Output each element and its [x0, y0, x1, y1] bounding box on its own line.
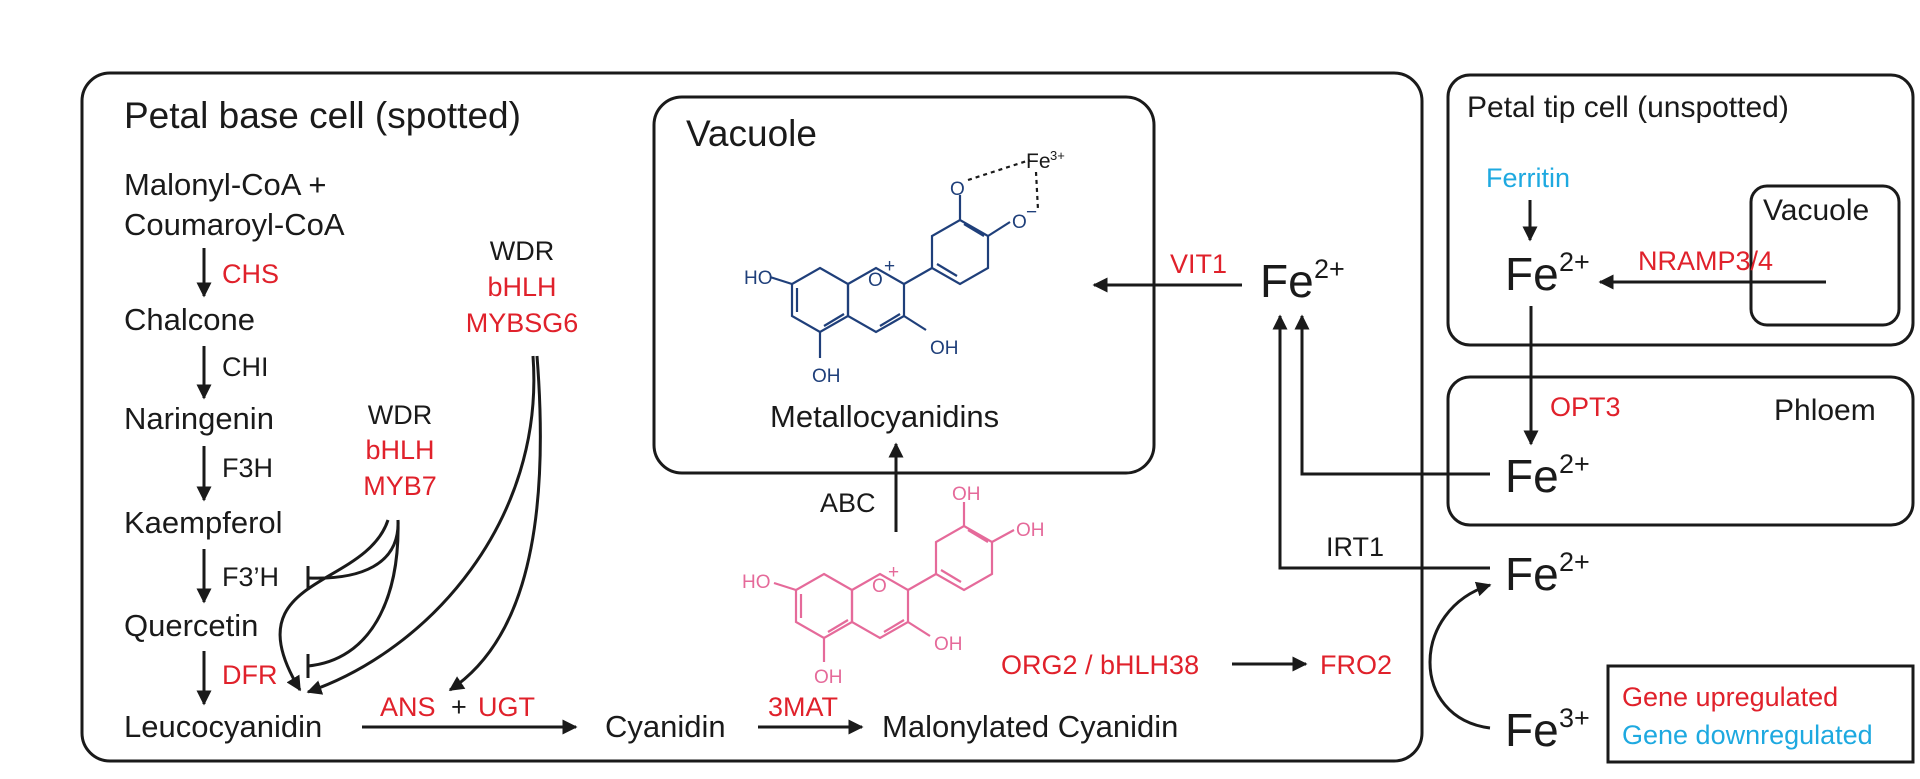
enzyme-opt3: OPT3: [1550, 392, 1621, 422]
kaempferol-label: Kaempferol: [124, 505, 283, 540]
svg-text:O: O: [1012, 212, 1027, 233]
enzyme-f3prime-h: F3’H: [222, 562, 279, 592]
mbw2-activate-dfr-arrow: [278, 519, 390, 692]
fe2-tip-charge: 2+: [1559, 247, 1590, 277]
svg-text:OH: OH: [930, 338, 959, 359]
petal-base-cell-box: [80, 71, 1424, 763]
svg-text:HO: HO: [742, 572, 771, 593]
mbw2-wdr: WDR: [368, 400, 432, 430]
enzyme-abc: ABC: [820, 488, 876, 518]
svg-text:OH: OH: [814, 667, 843, 688]
fe2-apoplast: Fe: [1505, 548, 1559, 600]
mbw1-activate-ans-arrow: [448, 355, 542, 692]
fe2-cytosol-charge: 2+: [1314, 254, 1345, 284]
vacuole-tip-title: Vacuole: [1763, 194, 1869, 227]
cyanidin-label: Cyanidin: [605, 709, 726, 744]
enzyme-ugt: UGT: [478, 692, 535, 722]
svg-text:HO: HO: [744, 268, 773, 289]
fe3-apoplast: Fe: [1505, 704, 1559, 756]
fe2-phloem: Fe: [1505, 450, 1559, 502]
mbw2-myb: MYB7: [363, 471, 437, 501]
mbw1-activate-dfr-arrow: [306, 355, 536, 695]
mbw1-myb: MYBSG6: [466, 308, 579, 338]
fe2-phloem-charge: 2+: [1559, 449, 1590, 479]
enzyme-ans: ANS: [380, 692, 436, 722]
leucocyanidin-label: Leucocyanidin: [124, 709, 322, 744]
mbw1-wdr: WDR: [490, 236, 554, 266]
enzyme-irt1: IRT1: [1326, 532, 1384, 562]
metallocyanidins-label: Metallocyanidins: [770, 399, 999, 434]
ferritin-label: Ferritin: [1486, 163, 1570, 193]
svg-text:+: +: [884, 256, 895, 277]
svg-text:OH: OH: [934, 634, 963, 655]
legend-downregulated: Gene downregulated: [1622, 720, 1873, 750]
enzyme-chi: CHI: [222, 352, 269, 382]
chalcone-label: Chalcone: [124, 302, 255, 337]
enzyme-dfr: DFR: [222, 660, 278, 690]
enzyme-f3h: F3H: [222, 453, 273, 483]
svg-text:Fe: Fe: [1026, 150, 1051, 173]
svg-text:O: O: [868, 270, 883, 291]
svg-text:OH: OH: [812, 366, 841, 387]
quercetin-label: Quercetin: [124, 608, 258, 643]
arrow-fro2-reduction: [1428, 581, 1492, 730]
cyanidin-structure: HO OH OH O + OH OH: [742, 484, 1045, 688]
mbw2-bhlh: bHLH: [365, 435, 434, 465]
arrow-phloem-to-cytosol: [1294, 314, 1490, 476]
svg-text:3+: 3+: [1050, 148, 1065, 163]
enzyme-vit1: VIT1: [1170, 249, 1227, 279]
enzyme-3mat: 3MAT: [768, 692, 838, 722]
enzyme-chs: CHS: [222, 259, 279, 289]
phloem-title: Phloem: [1774, 394, 1876, 427]
legend-upregulated: Gene upregulated: [1622, 682, 1838, 712]
petal-tip-cell-box: [1446, 73, 1915, 347]
mbw1-bhlh: bHLH: [487, 272, 556, 302]
svg-text:+: +: [888, 562, 899, 583]
petal-base-cell-title: Petal base cell (spotted): [124, 95, 521, 136]
fe2-cytosol: Fe: [1260, 255, 1314, 307]
mbw2-inhibit-dfr: [307, 519, 400, 668]
malonyl-coa-label: Malonyl-CoA +: [124, 167, 326, 202]
enzyme-org2: ORG2 / bHLH38: [1001, 650, 1199, 680]
svg-text:−: −: [1026, 202, 1037, 223]
phloem-box: [1446, 375, 1915, 527]
enzyme-nramp: NRAMP3/4: [1638, 246, 1773, 276]
fe2-tip: Fe: [1505, 248, 1559, 300]
malonylated-cyanidin-label: Malonylated Cyanidin: [882, 709, 1178, 744]
vacuole-main-title: Vacuole: [686, 113, 817, 154]
enzyme-fro2: FRO2: [1320, 650, 1392, 680]
arrow-irt1: [1272, 314, 1490, 570]
naringenin-label: Naringenin: [124, 401, 274, 436]
svg-text:OH: OH: [1016, 520, 1045, 541]
fe3-apoplast-charge: 3+: [1559, 703, 1590, 733]
plus-sign: +: [451, 692, 467, 722]
petal-tip-cell-title: Petal tip cell (unspotted): [1467, 91, 1789, 124]
metallocyanidin-structure: HO OH OH O + O O − Fe 3+: [744, 148, 1065, 387]
fe2-apoplast-charge: 2+: [1559, 547, 1590, 577]
vacuole-tip-box: [1749, 184, 1901, 327]
svg-text:OH: OH: [952, 484, 981, 505]
legend-box: [1606, 664, 1915, 764]
coumaroyl-coa-label: Coumaroyl-CoA: [124, 207, 345, 242]
svg-text:O: O: [950, 179, 965, 200]
svg-text:O: O: [872, 576, 887, 597]
